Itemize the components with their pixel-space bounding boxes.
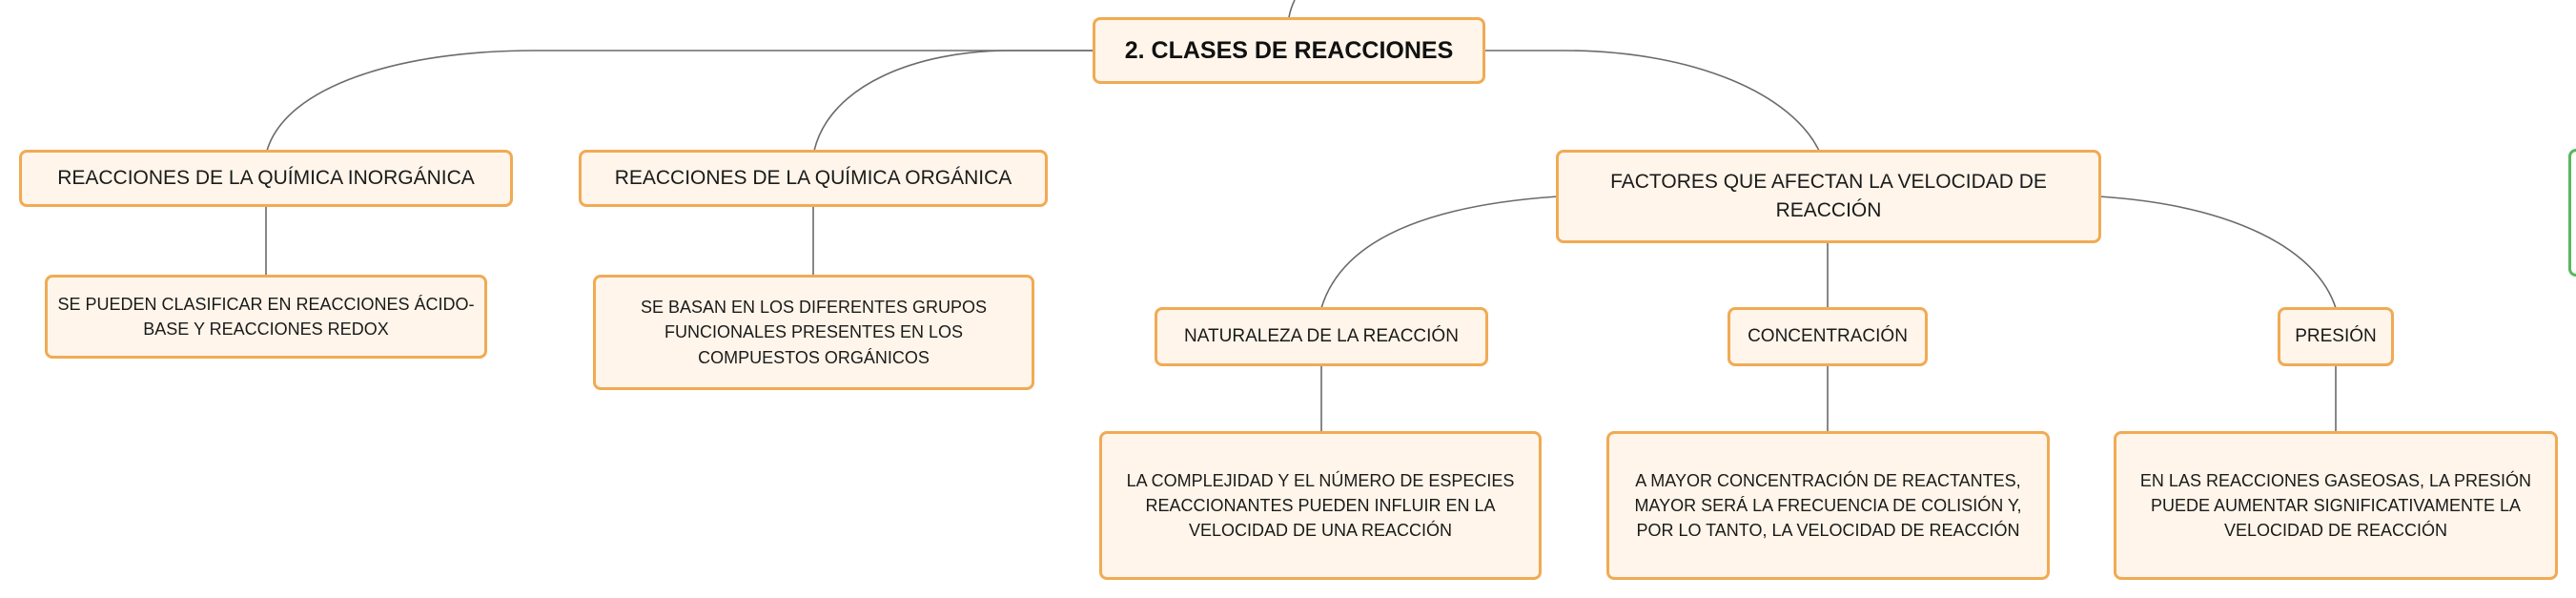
topic-factores-label: FACTORES QUE AFECTAN LA VELOCIDAD DE REA… [1610, 170, 2047, 221]
root-topic-label: 2. CLASES DE REACCIONES [1124, 36, 1454, 64]
offscreen-node-edge[interactable] [2568, 149, 2576, 277]
connector-root-to-inorganica [266, 50, 1093, 152]
connector-root-to-organica [813, 50, 1093, 152]
detail-naturaleza-node[interactable]: LA COMPLEJIDAD Y EL NÚMERO DE ESPECIES R… [1099, 431, 1542, 580]
topic-organica-label: REACCIONES DE LA QUÍMICA ORGÁNICA [614, 166, 1012, 189]
subtopic-presion-label: PRESIÓN [2295, 326, 2377, 347]
subtopic-inorganica-desc-node[interactable]: SE PUEDEN CLASIFICAR EN REACCIONES ÁCIDO… [45, 275, 487, 359]
connector-factores-to-naturaleza [1320, 196, 1559, 309]
topic-organica-node[interactable]: REACCIONES DE LA QUÍMICA ORGÁNICA [579, 150, 1048, 207]
detail-presion-text: EN LAS REACCIONES GASEOSAS, LA PRESIÓN P… [2139, 470, 2532, 541]
connector-parent-to-root [1288, 0, 1296, 18]
topic-inorganica-node[interactable]: REACCIONES DE LA QUÍMICA INORGÁNICA [19, 150, 513, 207]
subtopic-concentracion-node[interactable]: CONCENTRACIÓN [1728, 307, 1928, 366]
subtopic-presion-node[interactable]: PRESIÓN [2278, 307, 2394, 366]
subtopic-naturaleza-node[interactable]: NATURALEZA DE LA REACCIÓN [1155, 307, 1488, 366]
subtopic-concentracion-label: CONCENTRACIÓN [1748, 326, 1908, 347]
detail-naturaleza-text: LA COMPLEJIDAD Y EL NÚMERO DE ESPECIES R… [1126, 470, 1515, 541]
topic-inorganica-label: REACCIONES DE LA QUÍMICA INORGÁNICA [57, 166, 475, 189]
detail-concentracion-text: A MAYOR CONCENTRACIÓN DE REACTANTES, MAY… [1634, 470, 2022, 541]
detail-concentracion-node[interactable]: A MAYOR CONCENTRACIÓN DE REACTANTES, MAY… [1606, 431, 2050, 580]
detail-presion-node[interactable]: EN LAS REACCIONES GASEOSAS, LA PRESIÓN P… [2114, 431, 2558, 580]
subtopic-naturaleza-label: NATURALEZA DE LA REACCIÓN [1184, 326, 1459, 347]
subtopic-organica-desc-text: SE BASAN EN LOS DIFERENTES GRUPOS FUNCIO… [640, 298, 988, 367]
topic-factores-node[interactable]: FACTORES QUE AFECTAN LA VELOCIDAD DE REA… [1556, 150, 2101, 243]
subtopic-organica-desc-node[interactable]: SE BASAN EN LOS DIFERENTES GRUPOS FUNCIO… [593, 275, 1034, 390]
subtopic-inorganica-desc-text: SE PUEDEN CLASIFICAR EN REACCIONES ÁCIDO… [57, 294, 475, 339]
connector-root-to-factores [1482, 50, 1820, 152]
root-topic-node[interactable]: 2. CLASES DE REACCIONES [1093, 17, 1485, 84]
connector-factores-to-presion [2098, 196, 2337, 309]
